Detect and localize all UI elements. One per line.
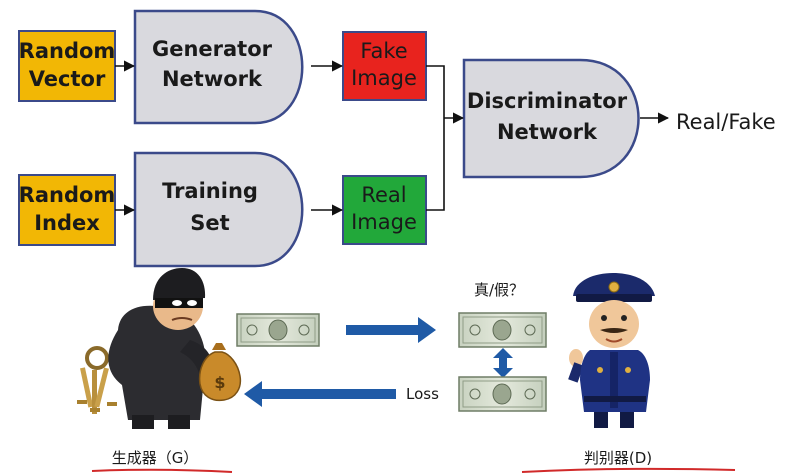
banknote-bottom [458,376,547,412]
connectors [115,60,670,216]
training-set-shape: Training Set [133,151,304,268]
banknote-top [458,312,547,348]
thief-illustration: $ [77,268,242,429]
keys-icon [77,346,117,414]
real-image-label-1: Real [361,183,406,207]
underline-discriminator [521,467,736,473]
training-set-label-2: Set [190,211,229,235]
real-image-label-2: Image [351,210,417,234]
merge-connector [426,65,445,211]
random-index-label-2: Index [34,211,100,235]
discriminator-caption: 判别器(D) [584,449,652,467]
random-vector-label-1: Random [19,39,116,63]
question-label: 真/假？ [474,281,524,299]
generator-network-label-1: Generator [152,37,273,61]
generator-caption: 生成器（G） [112,449,199,467]
svg-text:$: $ [214,373,225,392]
fake-image-label-2: Image [351,66,417,90]
loss-label: Loss [406,385,439,403]
discriminator-network-label-1: Discriminator [467,89,628,113]
random-index-label-1: Random [19,183,116,207]
output-label: Real/Fake [676,110,776,134]
random-vector-box: Random Vector [18,30,116,102]
arrow-up-down-blue [493,348,513,378]
real-image-box: Real Image [342,175,427,245]
banknote-counterfeit [236,313,320,347]
generator-network-label-2: Network [162,67,263,91]
random-index-box: Random Index [18,174,116,246]
fake-image-label-1: Fake [360,39,407,63]
random-vector-label-2: Vector [29,67,106,91]
underline-generator [91,468,233,473]
fake-image-box: Fake Image [342,31,427,101]
training-set-label-1: Training [162,179,258,203]
money-bag-icon: $ [198,343,242,402]
generator-network-shape: Generator Network [133,9,304,125]
arrow-right-blue [346,317,436,343]
discriminator-network-shape: Discriminator Network [462,58,640,179]
policeman-illustration [568,273,655,428]
arrow-left-blue [244,381,396,407]
discriminator-network-label-2: Network [497,120,598,144]
